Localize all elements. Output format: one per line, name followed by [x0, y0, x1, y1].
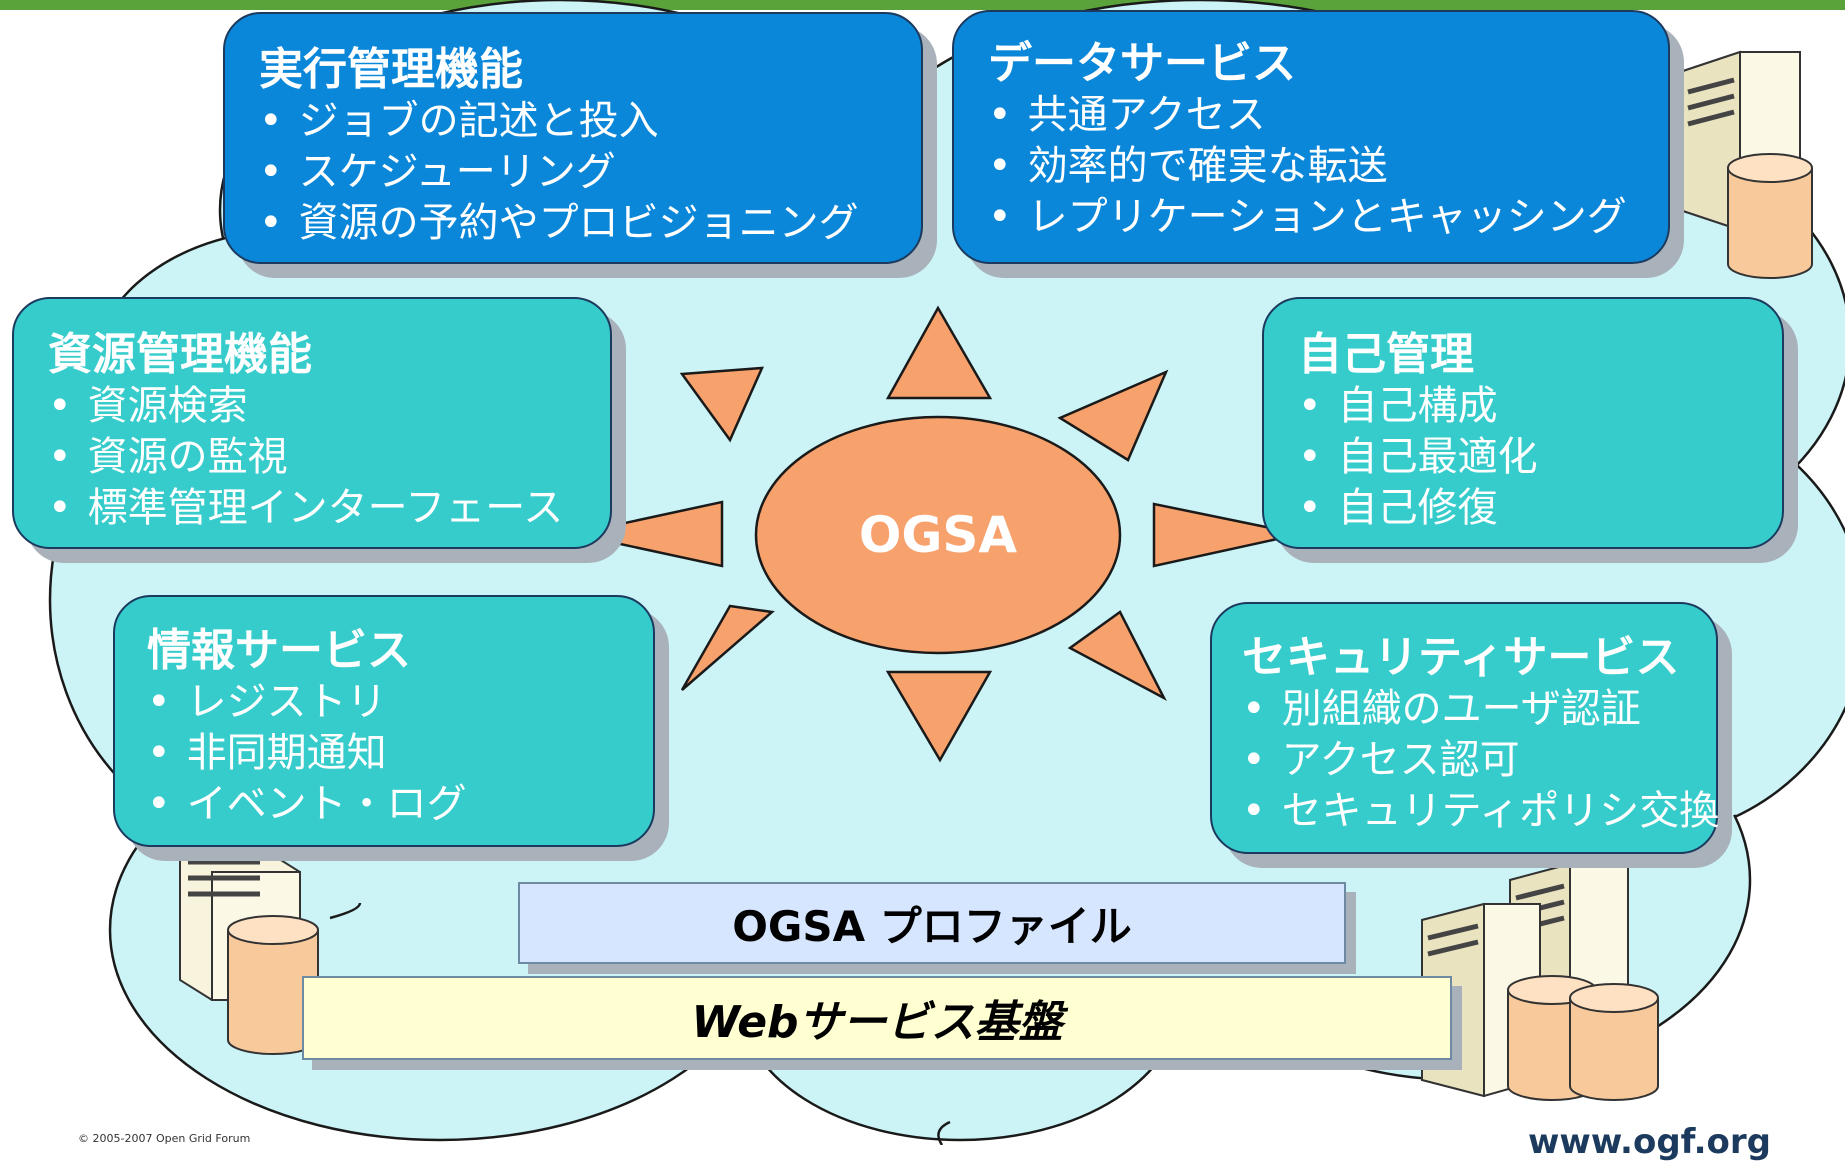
list-item: レプリケーションとキャッシング — [988, 192, 1668, 243]
box-list: ジョブの記述と投入 スケジューリング 資源の予約やプロビジョニング — [259, 96, 921, 249]
list-item: セキュリティポリシ交換 — [1242, 786, 1720, 837]
data-services-box: データサービス 共通アクセス 効率的で確実な転送 レプリケーションとキャッシング — [952, 10, 1670, 264]
box-title: 資源管理機能 — [48, 329, 312, 380]
list-item: 自己構成 — [1298, 381, 1782, 432]
ogsa-label: OGSA — [858, 506, 1018, 564]
list-item: ジョブの記述と投入 — [259, 96, 921, 147]
list-item: 自己修復 — [1298, 483, 1782, 534]
box-title: セキュリティサービス — [1242, 632, 1680, 683]
box-list: 資源検索 資源の監視 標準管理インターフェース — [48, 381, 610, 534]
list-item: アクセス認可 — [1242, 735, 1716, 786]
box-list: レジストリ 非同期通知 イベント・ログ — [147, 677, 653, 830]
list-item: 資源の予約やプロビジョニング — [259, 198, 921, 249]
self-management-box: 自己管理 自己構成 自己最適化 自己修復 — [1262, 297, 1784, 549]
site-url: www.ogf.org — [1528, 1122, 1771, 1162]
web-services-label: Webサービス基盤 — [691, 997, 1063, 1048]
list-item: 別組織のユーザ認証 — [1242, 684, 1716, 735]
list-item: 標準管理インターフェース — [48, 483, 610, 534]
sun-rays — [573, 305, 1301, 763]
list-item: 資源の監視 — [48, 432, 610, 483]
box-list: 自己構成 自己最適化 自己修復 — [1298, 381, 1782, 534]
ogsa-core — [754, 415, 1122, 655]
list-item: 自己最適化 — [1298, 432, 1782, 483]
database-icon — [1727, 153, 1813, 279]
copyright-text: © 2005-2007 Open Grid Forum — [78, 1132, 251, 1145]
ogsa-profile-label: OGSA プロファイル — [732, 901, 1132, 951]
box-list: 別組織のユーザ認証 アクセス認可 セキュリティポリシ交換 — [1242, 684, 1720, 837]
security-services-box: セキュリティサービス 別組織のユーザ認証 アクセス認可 セキュリティポリシ交換 — [1210, 602, 1720, 854]
top-accent-bar — [0, 0, 1845, 10]
box-title: 実行管理機能 — [259, 44, 523, 95]
box-title: 自己管理 — [1298, 329, 1474, 380]
list-item: 共通アクセス — [988, 90, 1668, 141]
database-icon — [227, 915, 319, 1055]
list-item: イベント・ログ — [147, 779, 653, 830]
execution-management-box: 実行管理機能 ジョブの記述と投入 スケジューリング 資源の予約やプロビジョニング — [223, 12, 923, 264]
box-list: 共通アクセス 効率的で確実な転送 レプリケーションとキャッシング — [988, 90, 1668, 243]
information-services-box: 情報サービス レジストリ 非同期通知 イベント・ログ — [113, 595, 655, 847]
cloud-seam-left — [329, 902, 362, 920]
list-item: 効率的で確実な転送 — [988, 141, 1668, 192]
list-item: レジストリ — [147, 677, 653, 728]
ogsa-profile-plate: OGSA プロファイル — [518, 882, 1346, 964]
resource-management-box: 資源管理機能 資源検索 資源の監視 標準管理インターフェース — [12, 297, 612, 549]
list-item: 資源検索 — [48, 381, 610, 432]
cloud-seam — [937, 1120, 951, 1145]
database-icon — [1569, 983, 1659, 1101]
list-item: 非同期通知 — [147, 728, 653, 779]
box-title: 情報サービス — [147, 625, 411, 676]
web-services-plate: Webサービス基盤 — [302, 976, 1452, 1060]
list-item: スケジューリング — [259, 147, 921, 198]
box-title: データサービス — [988, 38, 1296, 89]
